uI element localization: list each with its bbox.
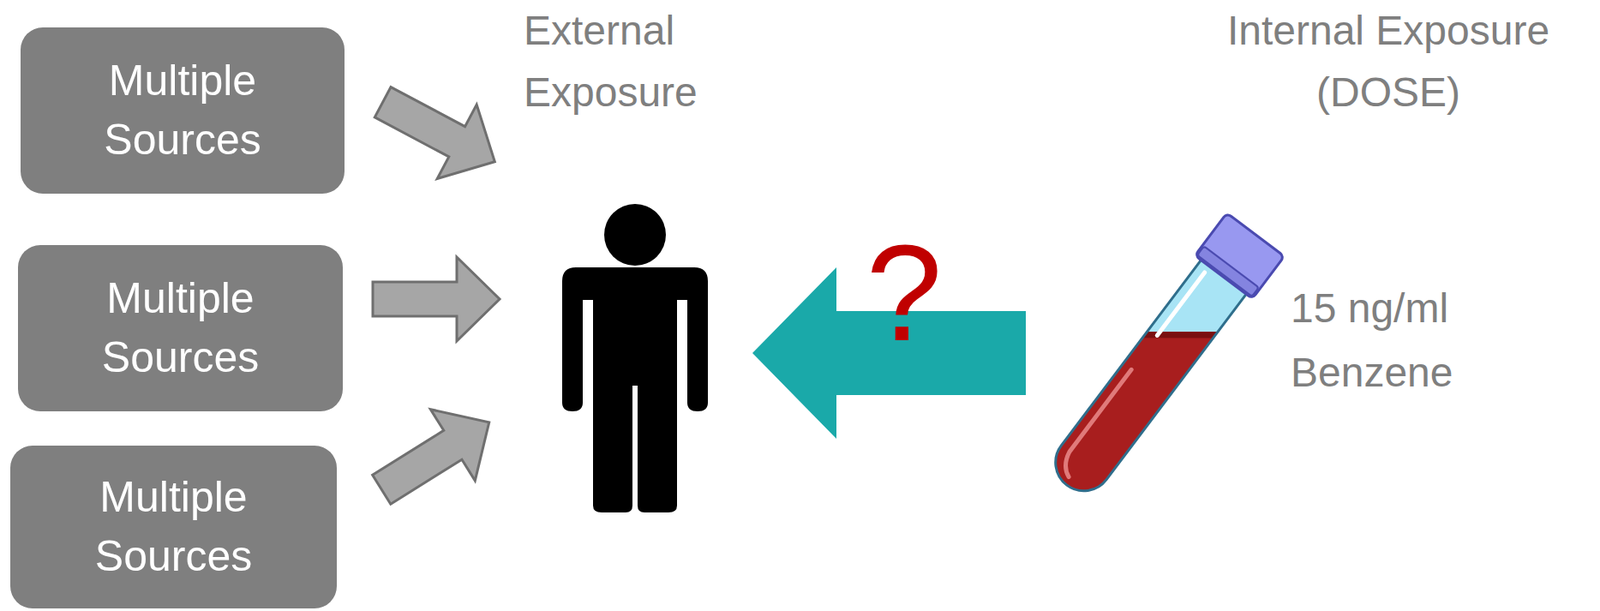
person-icon (562, 203, 708, 513)
blood-sample (1030, 290, 1226, 518)
question-mark: ? (844, 224, 965, 362)
person-head (604, 203, 666, 266)
person-body (562, 267, 708, 513)
blood-highlight (1057, 369, 1144, 477)
box-text: Multiple Sources (58, 51, 307, 170)
annotation-text: External Exposure (523, 0, 781, 124)
source-arrow (363, 65, 516, 199)
source-box: Multiple Sources (20, 27, 345, 194)
box-text: Multiple Sources (47, 467, 300, 587)
source-box: Multiple Sources (10, 445, 337, 609)
box-text: Multiple Sources (55, 269, 306, 388)
annotation-text: Internal Exposure (DOSE) (1191, 0, 1586, 124)
tube-cap-rim (1197, 245, 1259, 297)
source-arrow (372, 257, 500, 342)
tube-outline (1044, 258, 1248, 503)
annotation-text: 15 ng/ml Benzene (1290, 275, 1548, 405)
source-arrow (359, 386, 511, 526)
blood-test-tube (1029, 213, 1285, 519)
source-arrows (359, 65, 515, 526)
glass-highlight (1156, 272, 1205, 336)
source-box: Multiple Sources (17, 245, 343, 412)
tube-cap (1194, 213, 1284, 300)
